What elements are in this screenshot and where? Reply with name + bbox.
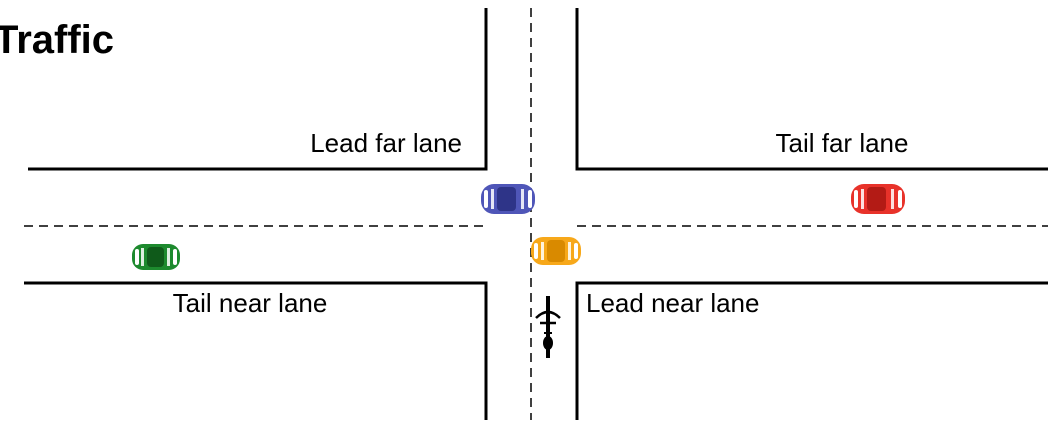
tail-far-lane-label: Tail far lane	[776, 128, 909, 158]
road-edges	[24, 8, 1048, 420]
top-right-curb	[575, 8, 1048, 171]
bottom-left-curb	[24, 281, 488, 420]
tail-near-car	[132, 244, 180, 270]
lead-far-car	[481, 184, 535, 214]
lead-near-lane-label: Lead near lane	[586, 288, 759, 318]
center-lines	[24, 8, 1048, 420]
tail-near-lane-label: Tail near lane	[173, 288, 328, 318]
lead-near-car	[531, 237, 581, 265]
top-left-curb	[28, 8, 488, 171]
bicycle-rider-icon	[535, 296, 561, 358]
diagram-title: Traffic	[0, 18, 114, 62]
bottom-right-curb	[575, 281, 1048, 420]
tail-far-car	[851, 184, 905, 214]
lead-far-lane-label: Lead far lane	[310, 128, 462, 158]
